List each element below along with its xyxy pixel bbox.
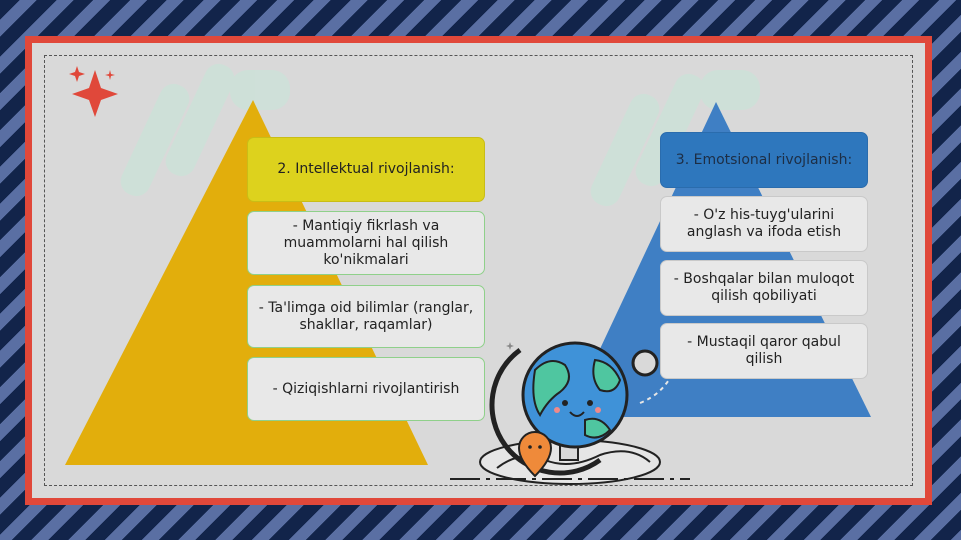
left-heading: 2. Intellektual rivojlanish:	[247, 137, 485, 202]
right-item-2: - Boshqalar bilan muloqot qilish qobiliy…	[660, 260, 868, 316]
sparkle-icon	[69, 66, 118, 117]
watermark-logo-left	[120, 63, 290, 197]
right-heading: 3. Emotsional rivojlanish:	[660, 132, 868, 188]
watermark-logo-right	[590, 70, 760, 207]
left-item-3: - Qiziqishlarni rivojlantirish	[247, 357, 485, 421]
left-item-2: - Ta'limga oid bilimlar (ranglar, shakll…	[247, 285, 485, 348]
right-item-1: - O'z his-tuyg'ularini anglash va ifoda …	[660, 196, 868, 252]
dashed-inner-border	[44, 55, 913, 486]
left-item-1: - Mantiqiy fikrlash va muammolarni hal q…	[247, 211, 485, 275]
smiling-globe-icon	[450, 329, 690, 485]
location-pin-icon	[517, 430, 553, 478]
right-item-3: - Mustaqil qaror qabul qilish	[660, 323, 868, 379]
